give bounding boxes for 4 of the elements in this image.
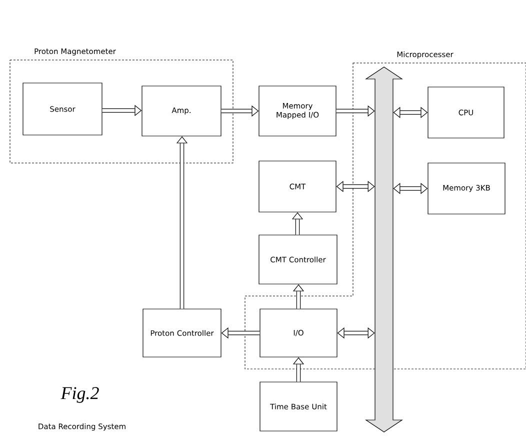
figure-number: Fig.2 xyxy=(60,387,99,403)
double-arrow xyxy=(393,182,428,194)
double-arrow xyxy=(393,106,428,118)
bus-arrow xyxy=(365,66,403,432)
